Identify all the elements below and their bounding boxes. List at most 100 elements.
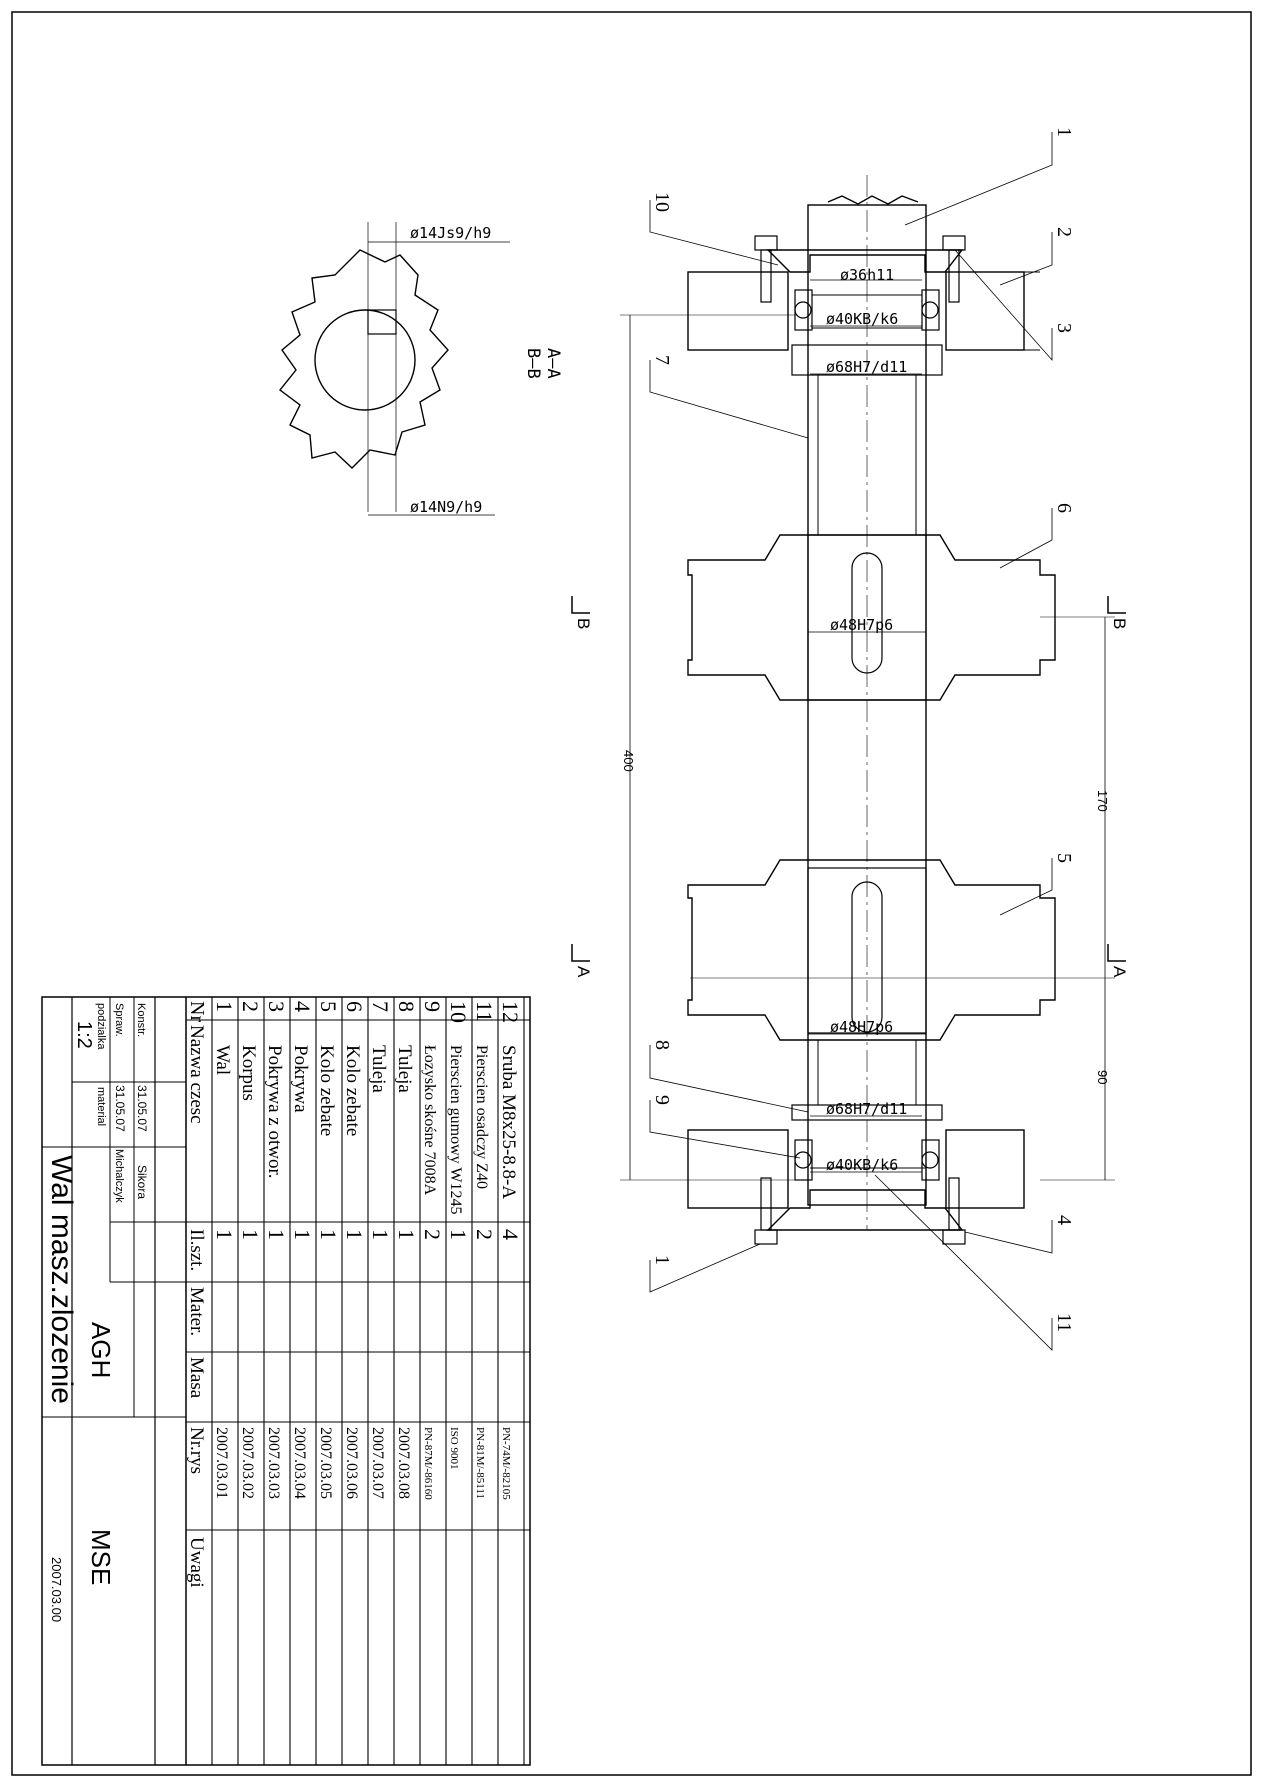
table-cell-qty: 1 — [212, 1229, 237, 1240]
drawing-number: 2007.03.00 — [49, 1557, 64, 1622]
section-shaft — [314, 309, 416, 411]
table-cell-name: Kolo zebate — [316, 1045, 337, 1136]
section-a-right: A — [1110, 966, 1129, 978]
main-view: ø36h11 ø40KB/k6 ø68H7/d11 ø48H7p6 ø48H7p… — [571, 127, 1129, 1351]
table-cell-drawing: ISO 9001 — [448, 1427, 460, 1469]
dim-170: 170 — [1095, 790, 1110, 812]
table-cell-drawing: PN-81M/-85111 — [474, 1427, 486, 1499]
callout-11: 11 — [1053, 1313, 1075, 1332]
table-cell-nr: 8 — [394, 1001, 419, 1012]
section-label-aa: A–A — [543, 348, 563, 379]
section-b-right: B — [1110, 618, 1129, 629]
dim-d48-lower: ø48H7p6 — [830, 1018, 893, 1036]
table-cell-drawing: 2007.03.05 — [317, 1427, 334, 1499]
table-cell-drawing: 2007.03.08 — [395, 1427, 412, 1499]
table-cell-nr: 2 — [238, 1001, 263, 1012]
table-cell-drawing: 2007.03.03 — [265, 1427, 282, 1499]
table-header-name: Nazwa czesc — [186, 1025, 207, 1124]
table-cell-nr: 9 — [420, 1001, 445, 1012]
table-cell-qty: 1 — [368, 1229, 393, 1240]
table-cell-nr: 5 — [316, 1001, 341, 1012]
section-label-bb: B–B — [523, 348, 543, 379]
table-cell-qty: 1 — [446, 1229, 471, 1240]
housing-lower-left — [687, 1129, 789, 1209]
table-cell-nr: 11 — [472, 1001, 497, 1022]
table-cell-name: Pokrywa — [290, 1045, 311, 1113]
table-header-qty: Il.szt. — [186, 1229, 207, 1271]
gear-6 — [687, 534, 1056, 701]
keyway-6 — [851, 552, 883, 674]
housing-upper-right — [945, 271, 1025, 351]
dim-d68-bottom: ø68H7/d11 — [826, 1100, 907, 1118]
section-a-left: A — [574, 966, 593, 978]
callout-6: 6 — [1053, 503, 1075, 513]
table-cell-drawing: PN-87M/-86160 — [422, 1427, 434, 1500]
table-cell-drawing: 2007.03.02 — [239, 1427, 256, 1499]
table-cell-name: Kolo zebate — [342, 1045, 363, 1136]
table-cell-name: Pokrywa z otwor. — [264, 1045, 285, 1179]
table-cell-nr: 3 — [264, 1001, 289, 1012]
table-cell-qty: 1 — [342, 1229, 367, 1240]
table-cell-drawing: PN-74M/-82105 — [500, 1427, 512, 1500]
drawing-title: Wal masz.zlozenie — [45, 1155, 78, 1404]
cover-upper — [766, 249, 964, 273]
callout-7: 7 — [651, 355, 673, 365]
housing-upper-left — [687, 271, 789, 351]
callout-8: 8 — [651, 1040, 673, 1050]
table-header-mass: Masa — [186, 1357, 207, 1399]
cover-lower — [766, 1189, 964, 1231]
dept-name: MSE — [86, 1529, 116, 1585]
dim-400: 400 — [621, 750, 636, 772]
table-cell-name: Łozysko skośne 7008A — [421, 1045, 438, 1196]
callout-2: 2 — [1053, 227, 1075, 237]
table-cell-nr: 10 — [446, 1001, 471, 1023]
dim-d36: ø36h11 — [840, 266, 894, 284]
konstr-name: Sikora — [135, 1165, 149, 1199]
housing-lower-right — [945, 1129, 1025, 1209]
table-cell-drawing: 2007.03.01 — [213, 1427, 230, 1499]
table-cell-qty: 1 — [394, 1229, 419, 1240]
table-cell-drawing: 2007.03.04 — [291, 1427, 308, 1499]
section-b-left: B — [574, 618, 593, 629]
table-cell-drawing: 2007.03.07 — [369, 1427, 386, 1499]
table-cell-qty: 4 — [498, 1229, 523, 1240]
table-header-notes: Uwagi — [186, 1537, 207, 1588]
keyway-5 — [851, 881, 883, 1033]
table-header-material: Mater. — [186, 1287, 207, 1336]
table-cell-nr: 12 — [498, 1001, 523, 1023]
table-cell-qty: 1 — [290, 1229, 315, 1240]
scale-value: 1:2 — [73, 1021, 95, 1049]
sheet-frame — [11, 11, 1252, 1776]
table-cell-drawing: 2007.03.06 — [343, 1427, 360, 1499]
spraw-date: 31.05.07 — [113, 1085, 127, 1132]
table-cell-name: Tuleja — [368, 1045, 389, 1093]
scale-label: podzialka — [95, 1003, 107, 1050]
dim-d48-upper: ø48H7p6 — [830, 616, 893, 634]
table-cell-name: Pierscien gumowy W1245 — [447, 1045, 464, 1214]
gear-5 — [687, 859, 1056, 1041]
table-cell-name: Pierscien osadczy Z40 — [473, 1045, 490, 1189]
table-cell-nr: 7 — [368, 1001, 393, 1012]
table-cell-qty: 1 — [316, 1229, 341, 1240]
table-header-drawing: Nr.rys — [186, 1427, 207, 1474]
school-name: AGH — [86, 1322, 116, 1378]
dim-d68-top: ø68H7/d11 — [826, 358, 907, 376]
dim-d14n: ø14N9/h9 — [410, 498, 482, 516]
table-cell-name: Tuleja — [394, 1045, 415, 1093]
material-label: material — [95, 1087, 107, 1126]
dim-d40-bottom: ø40KB/k6 — [826, 1156, 898, 1174]
table-cell-name: Wal — [212, 1045, 233, 1075]
callout-4: 4 — [1053, 1215, 1075, 1225]
callout-3: 3 — [1053, 323, 1075, 333]
callout-9: 9 — [651, 1095, 673, 1105]
table-cell-qty: 2 — [472, 1229, 497, 1240]
callout-5: 5 — [1053, 853, 1075, 863]
table-cell-name: Sruba M8x25-8.8-A — [498, 1045, 519, 1199]
callout-1-top: 1 — [1053, 127, 1075, 137]
table-header-nr: Nr — [186, 1001, 208, 1022]
table-cell-nr: 1 — [212, 1001, 237, 1012]
table-cell-qty: 1 — [264, 1229, 289, 1240]
section-view: ø14Js9/h9 ø14N9/h9 A–A B–B — [279, 222, 563, 516]
